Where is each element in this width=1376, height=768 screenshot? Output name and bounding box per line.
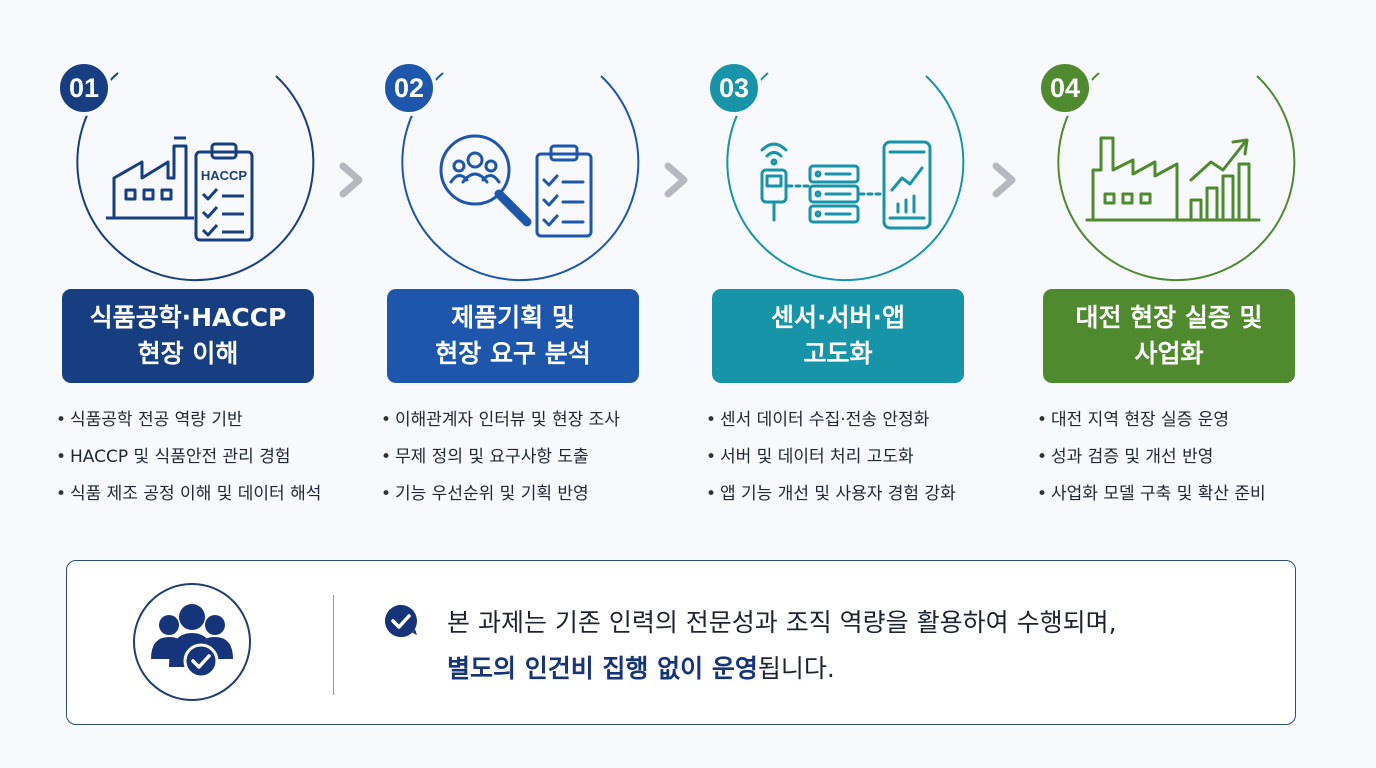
sensor-server-phone-icon bbox=[760, 140, 932, 230]
bullet-item: •성과 검증 및 개선 반영 bbox=[1037, 447, 1214, 467]
bullet-item: •센서 데이터 수집·전송 안정화 bbox=[706, 410, 930, 430]
step-4-title: 대전 현장 실증 및 사업화 bbox=[1043, 289, 1295, 383]
haccp-label: HACCP bbox=[201, 168, 248, 183]
note-divider bbox=[333, 595, 334, 695]
step-4-bullets: •대전 지역 현장 실증 운영 •성과 검증 및 개선 반영 •사업화 모델 구… bbox=[1037, 402, 1337, 513]
step-1-title: 식품공학·HACCP 현장 이해 bbox=[62, 289, 314, 383]
step-1-number: 01 bbox=[56, 60, 112, 116]
step-1-arc bbox=[76, 72, 315, 282]
note-text-line1: 본 과제는 기존 인력의 전문성과 조직 역량을 활용하여 수행되며, bbox=[447, 608, 1117, 637]
step-4-arc bbox=[1057, 72, 1296, 282]
note-text-line2: 별도의 인건비 집행 없이 운영됩니다. bbox=[447, 649, 835, 685]
step-4-number: 04 bbox=[1037, 60, 1093, 116]
factory-haccp-clipboard-icon: HACCP bbox=[106, 136, 254, 242]
step-3-title: 센서·서버·앱 고도화 bbox=[712, 289, 964, 383]
step-3-number: 03 bbox=[706, 60, 762, 116]
magnifier-users-checklist-icon bbox=[439, 134, 593, 238]
step-3-bullets: •센서 데이터 수집·전송 안정화 •서버 및 데이터 처리 고도화 •앱 기능… bbox=[706, 402, 1006, 513]
step-4: 04 대전 현장 실증 및 사업화 •대전 지역 현장 실증 운영 •성과 검증… bbox=[1037, 50, 1303, 510]
check-circle-icon bbox=[385, 605, 417, 637]
note-highlight: 별도의 인건비 집행 없이 운영 bbox=[447, 654, 758, 683]
step-1: 01 HACCP 식품공학·HACCP 현장 이해 •식품공학 전공 역량 기반… bbox=[56, 50, 322, 510]
bullet-item: •대전 지역 현장 실증 운영 bbox=[1037, 410, 1230, 430]
bullet-item: •식품 제조 공정 이해 및 데이터 해석 bbox=[56, 484, 322, 504]
step-2: 02 제품기획 및 현장 요구 분석 •이해관계자 인터뷰 및 현장 조사 •무… bbox=[381, 50, 647, 510]
team-check-icon bbox=[151, 604, 233, 679]
chevron-right-icon bbox=[664, 162, 688, 198]
chevron-right-icon bbox=[992, 162, 1016, 198]
note-box: 본 과제는 기존 인력의 전문성과 조직 역량을 활용하여 수행되며, 별도의 … bbox=[66, 560, 1296, 725]
step-3: 03 센서·서버·앱 고도화 •센서 데이터 수집· bbox=[706, 50, 972, 510]
step-3-arc bbox=[726, 72, 965, 282]
step-2-number: 02 bbox=[381, 60, 437, 116]
bullet-item: •식품공학 전공 역량 기반 bbox=[56, 410, 243, 430]
step-2-bullets: •이해관계자 인터뷰 및 현장 조사 •무제 정의 및 요구사항 도출 •기능 … bbox=[381, 402, 681, 513]
step-2-arc bbox=[401, 72, 640, 282]
factory-growth-chart-icon bbox=[1085, 136, 1261, 222]
chevron-right-icon bbox=[339, 162, 363, 198]
bullet-item: •서버 및 데이터 처리 고도화 bbox=[706, 447, 914, 467]
bullet-item: •이해관계자 인터뷰 및 현장 조사 bbox=[381, 410, 620, 430]
note-text-rest: 됩니다. bbox=[757, 654, 835, 683]
bullet-item: •사업화 모델 구축 및 확산 준비 bbox=[1037, 484, 1266, 504]
note-icon-circle bbox=[133, 583, 251, 701]
step-2-title: 제품기획 및 현장 요구 분석 bbox=[387, 289, 639, 383]
bullet-item: •무제 정의 및 요구사항 도출 bbox=[381, 447, 589, 467]
bullet-item: •앱 기능 개선 및 사용자 경험 강화 bbox=[706, 484, 956, 504]
bullet-item: •HACCP 및 식품안전 관리 경험 bbox=[56, 447, 291, 467]
bullet-item: •기능 우선순위 및 기획 반영 bbox=[381, 484, 589, 504]
step-1-bullets: •식품공학 전공 역량 기반 •HACCP 및 식품안전 관리 경험 •식품 제… bbox=[56, 402, 356, 513]
